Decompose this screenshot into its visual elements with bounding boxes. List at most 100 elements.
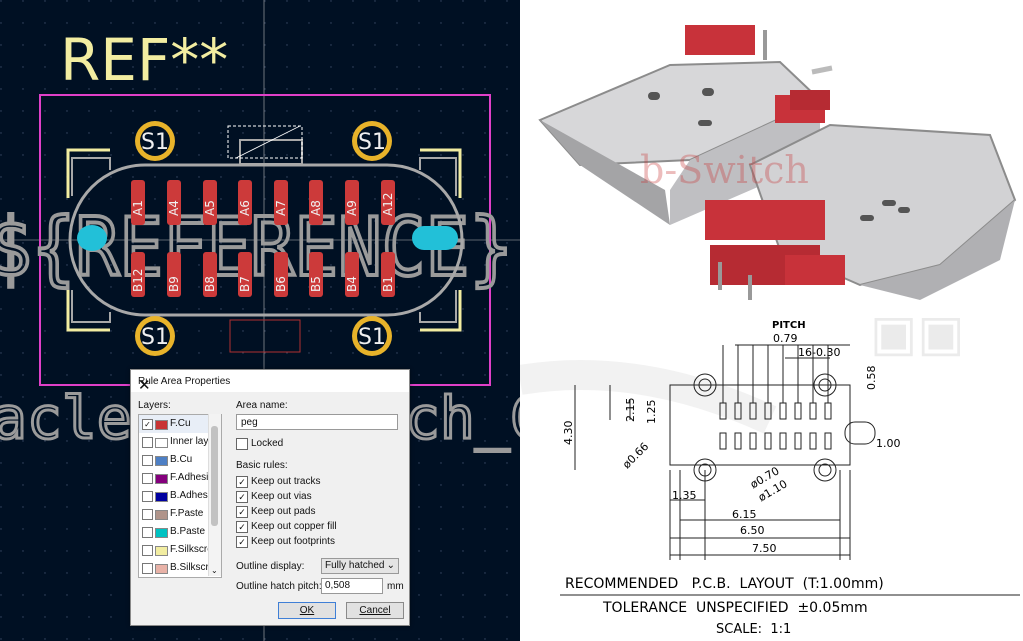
mount-hole-drill [140,126,170,156]
layer-checkbox[interactable] [142,509,153,520]
drawing-side-pad [844,421,876,445]
pad-A8[interactable] [309,180,323,225]
layer-color-swatch [155,438,168,448]
ref-designator[interactable]: REF** [60,26,228,94]
drawing-hole [813,458,837,482]
pad-B8[interactable] [203,252,217,297]
shield-pad-right[interactable] [412,226,458,250]
fab-corner-bl [71,290,111,323]
shield-pad-left[interactable] [77,225,107,251]
layer-checkbox[interactable] [142,491,153,502]
layer-name: B.Silkscreen [170,562,222,573]
pad-B4[interactable] [345,252,359,297]
bg-watermark: ▣▣ [870,304,964,362]
pad-label: B4 [345,276,359,292]
rule-area-lower[interactable] [229,319,301,353]
pad-label: A9 [345,200,359,216]
pitch2-value: 16-0.30 [798,346,841,359]
pad-B6[interactable] [274,252,288,297]
drawing-outline [669,384,851,466]
layer-checkbox[interactable] [142,473,153,484]
layer-checkbox[interactable] [142,545,153,556]
layer-row[interactable]: B.Paste [139,523,221,541]
dim-215: 2.15 [624,397,637,423]
pad-A5[interactable] [203,180,217,225]
pad-A9[interactable] [345,180,359,225]
pad-B1[interactable] [381,252,395,297]
pad-label: B12 [131,268,145,292]
pad-B9[interactable] [167,252,181,297]
ok-button[interactable]: OK [278,602,336,619]
layer-checkbox[interactable] [142,527,153,538]
scrollbar-thumb[interactable] [211,426,218,526]
drawing-pad [719,432,727,450]
dim-058: 0.58 [865,365,878,391]
connector-photo: b-Switch [538,25,1017,300]
silk-corner-br [420,290,462,332]
outline-display-select[interactable]: Fully hatched⌄ [321,558,399,574]
dim-135: 1.35 [672,489,697,502]
rule-area-peg[interactable] [227,125,303,159]
mount-hole-label: S1 [358,325,386,350]
pad-B7[interactable] [238,252,252,297]
silk-corner-bl [66,290,110,332]
pad-label: B8 [203,276,217,292]
locked-checkbox[interactable] [236,438,248,450]
keep-out-footprints-checkbox[interactable]: ✓ [236,536,248,548]
value-field-right[interactable]: ch_C [404,383,521,454]
layer-name: F.Silkscreen [170,544,222,555]
keep-out-vias-checkbox[interactable]: ✓ [236,491,248,503]
layer-name: Inner layers [170,436,222,447]
layer-row[interactable]: F.Adhesive [139,469,221,487]
pad-A6[interactable] [238,180,252,225]
pad-label: A7 [274,200,288,216]
area-name-input[interactable]: peg [236,414,398,430]
silk-corner-tr [420,148,462,198]
chevron-down-icon[interactable]: ⌄ [211,566,218,575]
pad-label: B7 [238,276,252,292]
drawing-hole-inner [818,378,832,392]
keep-out-copper-fill-checkbox[interactable]: ✓ [236,521,248,533]
layer-row[interactable]: F.Paste [139,505,221,523]
layer-row[interactable]: B.Adhesive [139,487,221,505]
layer-checkbox[interactable] [142,455,153,466]
fab-corner-tr [419,157,457,196]
pad-label: B5 [309,276,323,292]
dim-750: 7.50 [752,542,777,555]
layer-checkbox[interactable] [142,437,153,448]
close-icon[interactable]: ✕ [138,377,151,394]
keep-out-pads-label: Keep out pads [251,506,316,517]
pad-A1[interactable] [131,180,145,225]
layer-row[interactable]: ✓F.Cu [139,415,221,433]
cancel-button[interactable]: Cancel [346,602,404,619]
pad-A7[interactable] [274,180,288,225]
keep-out-pads-checkbox[interactable]: ✓ [236,506,248,518]
keep-out-footprints-label: Keep out footprints [251,536,335,547]
keep-out-tracks-checkbox[interactable]: ✓ [236,476,248,488]
layer-row[interactable]: F.Silkscreen [139,541,221,559]
layer-row[interactable]: Inner layers [139,433,221,451]
dialog-title: Rule Area Properties [138,376,231,387]
drawing-pad [824,432,832,450]
layer-checkbox[interactable] [142,563,153,574]
pad-A4[interactable] [167,180,181,225]
drawing-hole-inner [818,463,832,477]
layer-checkbox[interactable]: ✓ [142,419,153,430]
pad-B5[interactable] [309,252,323,297]
pad-B12[interactable] [131,252,145,297]
basic-rules-label: Basic rules: [236,460,288,471]
drawing-pad [794,432,802,450]
dialog-titlebar[interactable]: Rule Area Properties ✕ [131,370,409,394]
layer-row[interactable]: B.Cu [139,451,221,469]
dim-430: 4.30 [562,420,575,446]
mount-hole-drill [140,321,170,351]
layer-row[interactable]: B.Silkscreen [139,559,221,577]
layers-scrollbar[interactable]: ⌄ [208,414,221,576]
drawing-pad [824,402,832,420]
drawing-pad [794,402,802,420]
layer-name: F.Adhesive [170,472,219,483]
pad-A12[interactable] [381,180,395,225]
hatch-pitch-input[interactable]: 0,508 [321,578,383,594]
